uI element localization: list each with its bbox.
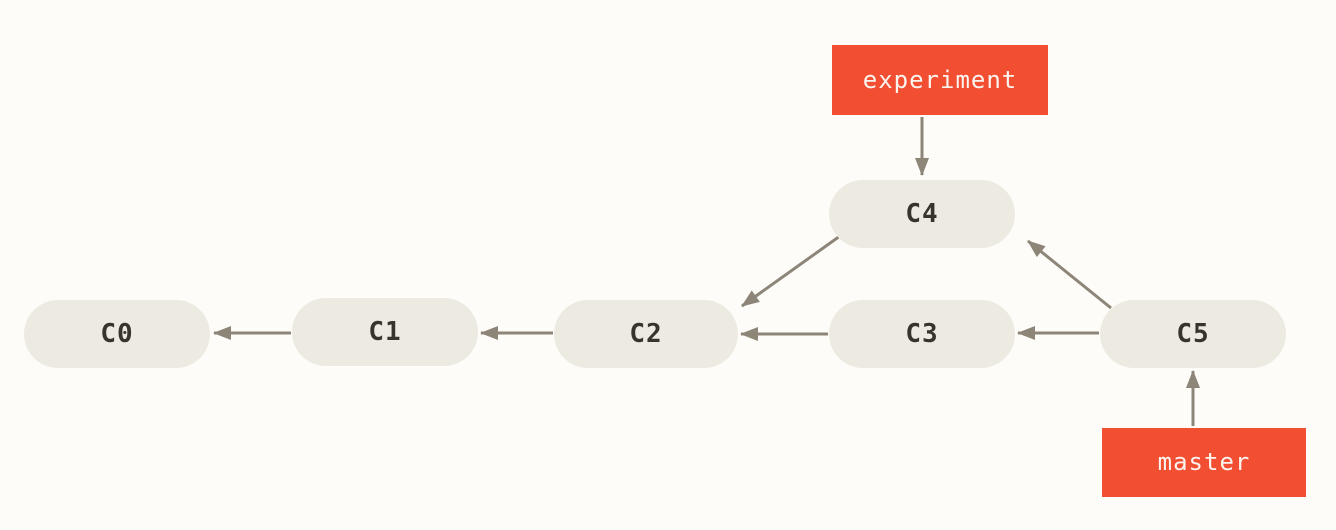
- commit-node-c5: C5: [1100, 300, 1286, 368]
- commit-node-c1: C1: [292, 298, 478, 366]
- branch-name-experiment: experiment: [862, 66, 1018, 94]
- edge-c5-to-c4: [1027, 239, 1112, 310]
- commit-label-c2: C2: [629, 319, 663, 349]
- commit-label-c1: C1: [368, 317, 402, 347]
- branch-label-master: master: [1102, 427, 1306, 497]
- commit-node-c2: C2: [554, 300, 738, 368]
- commit-label-c4: C4: [905, 199, 939, 229]
- commit-label-c5: C5: [1176, 319, 1210, 349]
- branch-label-experiment: experiment: [832, 45, 1048, 115]
- commit-label-c0: C0: [100, 319, 134, 349]
- parent-arrows-group: [213, 117, 1200, 426]
- edge-c4-to-c2: [741, 234, 841, 308]
- commit-node-c4: C4: [829, 180, 1015, 248]
- commit-node-c0: C0: [24, 300, 210, 368]
- branch-name-master: master: [1157, 448, 1251, 476]
- commit-label-c3: C3: [905, 319, 939, 349]
- commit-node-c3: C3: [829, 300, 1015, 368]
